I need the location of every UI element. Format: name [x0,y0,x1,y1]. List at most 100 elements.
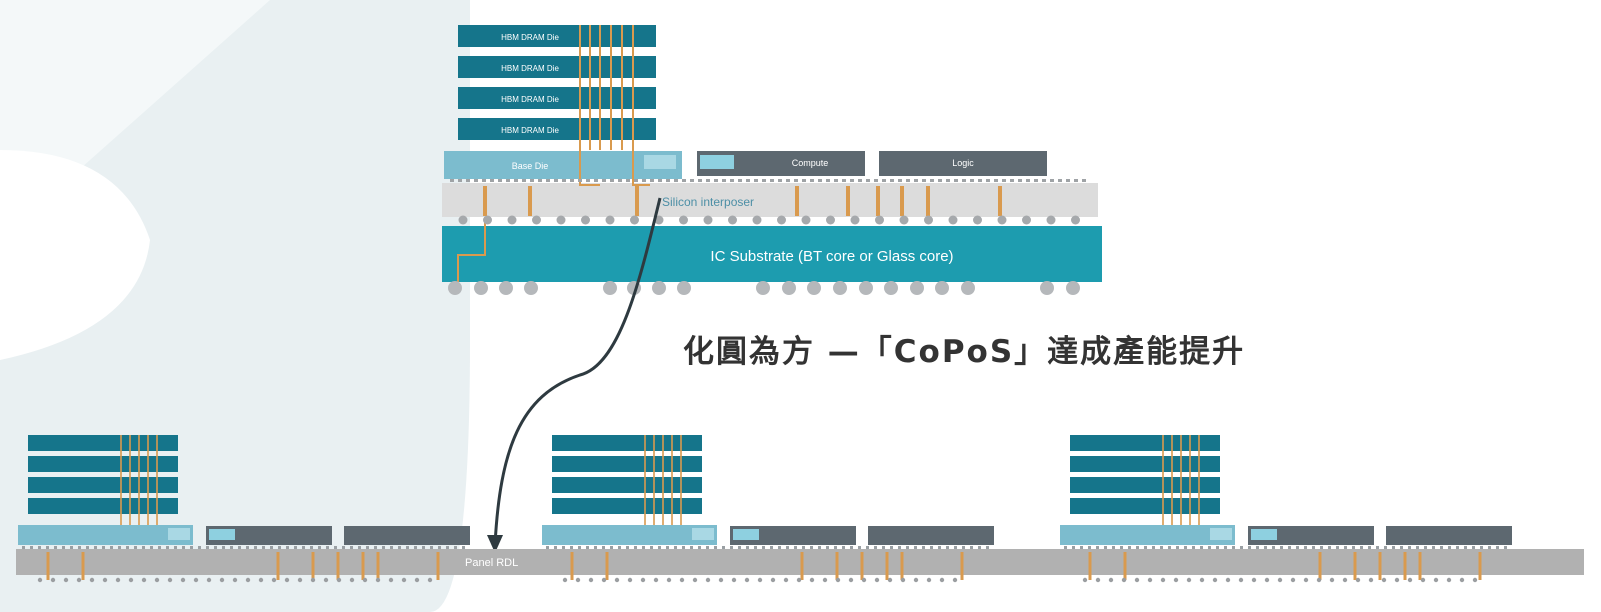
micro-bump [626,546,629,549]
package-units [18,435,1512,580]
micro-bump [658,546,661,549]
micro-bump [978,546,981,549]
micro-bump [850,179,854,182]
caption: 化圓為方 —「CoPoS」達成產能提升 [683,334,1246,370]
micro-bump [618,179,622,182]
micro-bump [1088,546,1091,549]
panel-ball [193,577,199,583]
package-unit [18,435,470,580]
panel-via [311,552,315,580]
panel-via [1418,552,1422,580]
micro-bump [1064,546,1067,549]
hbm-dram-die [28,435,178,451]
micro-bump [286,546,289,549]
micro-bump [1304,546,1307,549]
micro-bump [446,546,449,549]
micro-bump [22,546,25,549]
micro-bump [794,179,798,182]
micro-bump [634,179,638,182]
micro-bump [666,179,670,182]
compute-die [1248,526,1374,545]
micro-bump [1280,546,1283,549]
panel-via [1123,552,1127,580]
panel-via [1353,552,1357,580]
panel-ball [89,577,95,583]
micro-bump [498,179,502,182]
micro-bump [546,179,550,182]
panel-ball [206,577,212,583]
micro-bump [54,546,57,549]
micro-bump [1328,546,1331,549]
micro-bump [134,546,137,549]
substrate-ball [884,281,898,295]
interposer-bump [826,215,835,225]
panel-ball [1459,577,1465,583]
panel-ball [1277,577,1283,583]
micro-bump [482,179,486,182]
panel-ball [770,577,776,583]
panel-ball [679,577,685,583]
panel-rdl-label: Panel RDL [465,557,518,569]
panel-ball [245,577,251,583]
substrate-ball [652,281,666,295]
panel-via [376,552,380,580]
interposer-bump [679,215,688,225]
micro-bump [1080,546,1083,549]
micro-bump [1504,546,1507,549]
micro-bump [946,546,949,549]
panel-via [885,552,889,580]
micro-bump [214,546,217,549]
panel-ball [1472,577,1478,583]
logic-die [1386,526,1512,545]
micro-bump [390,546,393,549]
micro-bump [922,179,926,182]
panel-ball [37,577,43,583]
micro-bump [778,546,781,549]
micro-bump [1002,179,1006,182]
micro-bump [1232,546,1235,549]
panel-ball [1433,577,1439,583]
compute-die [206,526,332,545]
micro-bump [1058,179,1062,182]
micro-bump [674,179,678,182]
micro-bump [898,546,901,549]
panel-ball [887,577,893,583]
base-die-pad [1210,528,1232,540]
panel-ball [167,577,173,583]
micro-bump [1112,546,1115,549]
micro-bump [174,546,177,549]
micro-bump [350,546,353,549]
through-silicon-via [635,186,639,216]
micro-bump [842,179,846,182]
micro-bump [70,546,73,549]
micro-bump [850,546,853,549]
panel-ball [900,577,906,583]
micro-bump [690,179,694,182]
panel-ball [835,577,841,583]
micro-bump [954,179,958,182]
micro-bump [578,179,582,182]
micro-bump [438,546,441,549]
interposer-bump [801,215,811,225]
micro-bump [586,179,590,182]
micro-bump [1480,546,1483,549]
micro-bump [1408,546,1411,549]
through-silicon-via [900,186,904,216]
compute-die-accent [209,529,235,540]
hbm-dram-die [1070,477,1220,493]
micro-bump [1400,546,1403,549]
through-silicon-via [528,186,532,216]
micro-bump [730,179,734,182]
panel-ball [627,577,633,583]
interposer-bump [875,215,884,225]
interposer-bump [777,215,786,225]
micro-bump [866,179,870,182]
interposer-bump [532,215,541,225]
transition-arrow [493,197,662,546]
base-die-pad [168,528,190,540]
base-die [18,525,193,545]
micro-bump [1360,546,1363,549]
micro-bump [414,546,417,549]
micro-bump [206,546,209,549]
